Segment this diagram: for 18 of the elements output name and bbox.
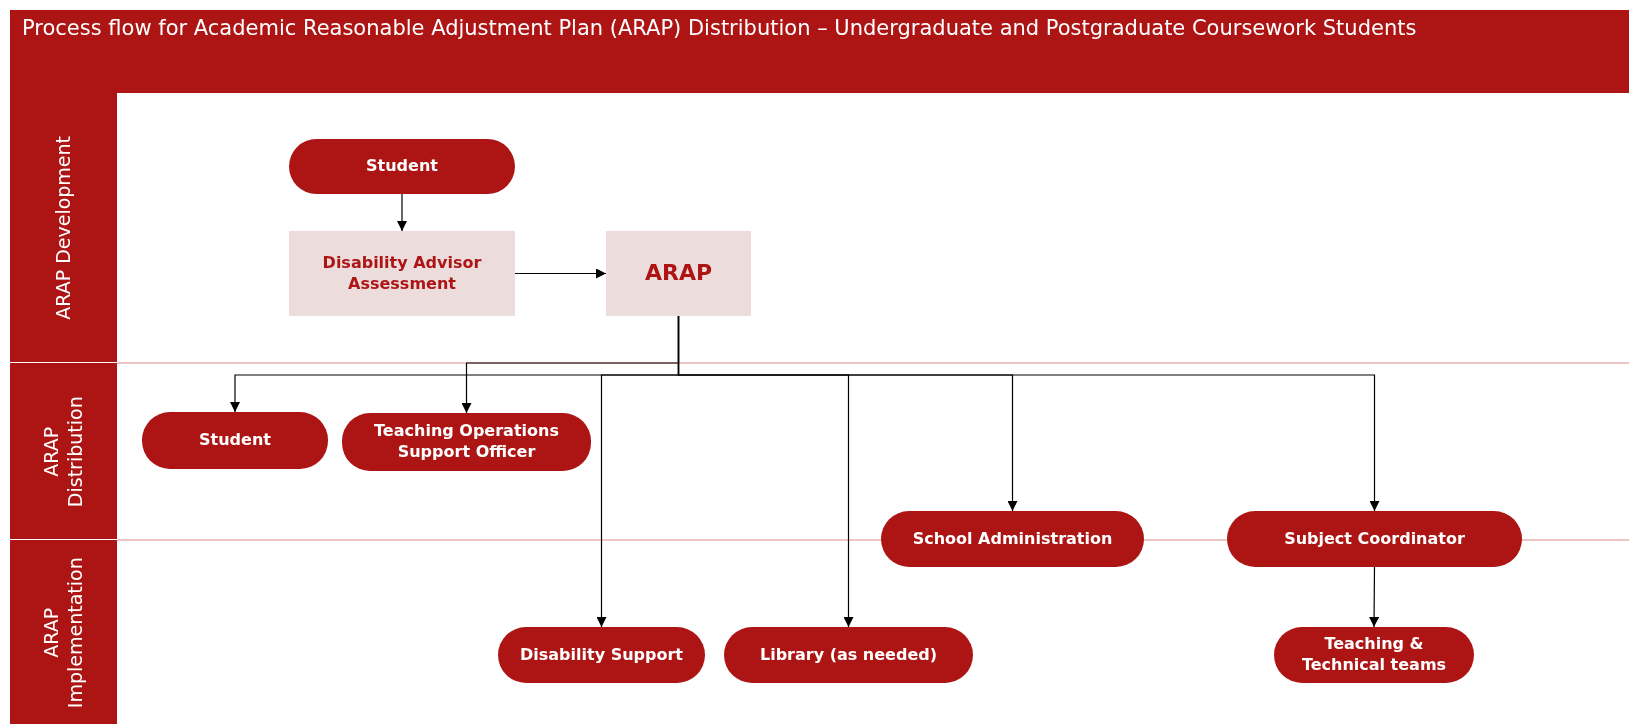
arrow [397, 193, 407, 232]
terminal-box: Teaching Operations Support Officer [342, 413, 591, 471]
lane-label: ARAP Development [51, 136, 75, 320]
arrow [514, 268, 607, 279]
terminal-box: Student [142, 412, 328, 469]
terminal-box: Teaching & Technical teams [1274, 627, 1474, 683]
lane-label: ARAP Distribution [39, 396, 87, 507]
terminal-box: Subject Coordinator [1227, 511, 1522, 567]
terminal-box: Disability Support [498, 627, 705, 683]
process-box: ARAP [606, 231, 751, 316]
arrow [1369, 566, 1380, 628]
diagram-title: Process flow for Academic Reasonable Adjustment Plan (ARAP) Distribution – Undergraduate and Postgraduate Coursework Students [22, 16, 1417, 40]
lane-label: ARAP Implementation [39, 557, 87, 708]
terminal-box: School Administration [881, 511, 1144, 567]
terminal-box: Library (as needed) [724, 627, 973, 683]
terminal-box: Student [289, 139, 515, 194]
arrow [677, 315, 1380, 512]
process-box: Disability Advisor Assessment [289, 231, 515, 316]
